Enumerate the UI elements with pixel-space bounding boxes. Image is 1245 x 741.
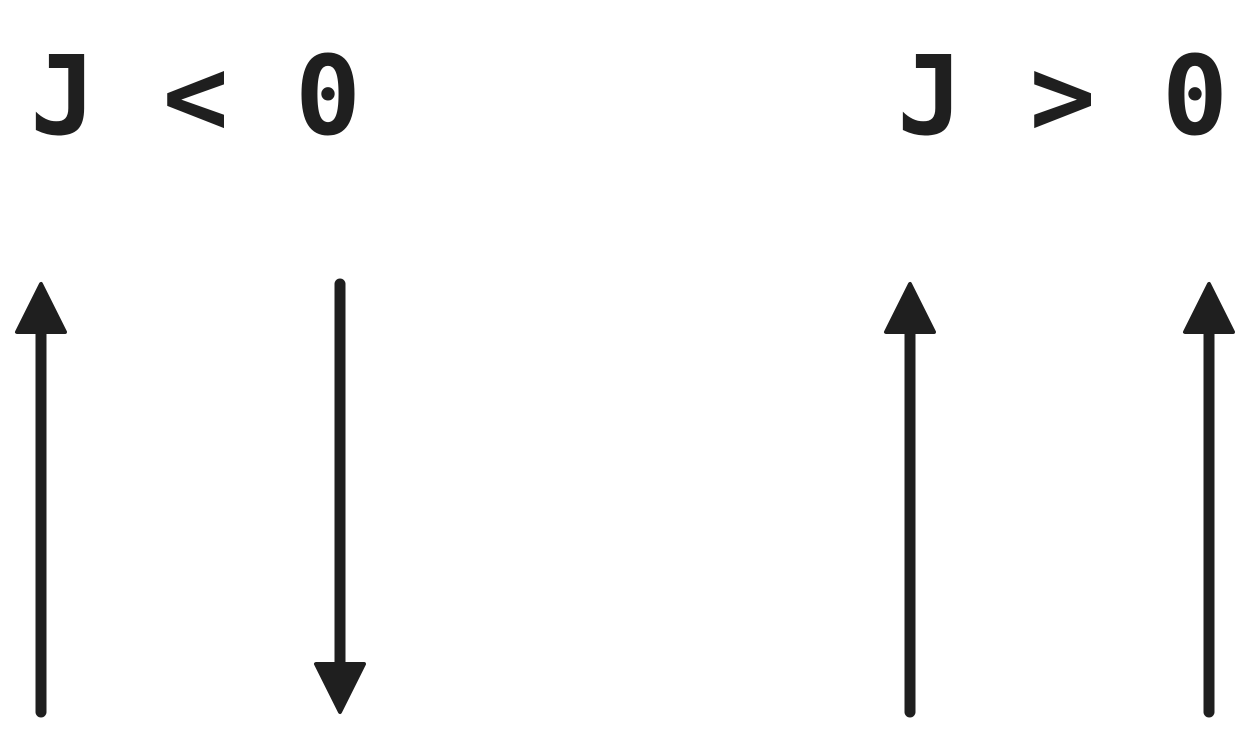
panel-negative-coupling: J < 0 — [15, 32, 366, 718]
arrow-up-head — [1183, 282, 1235, 334]
spin-arrow-left-2 — [314, 278, 366, 714]
spin-arrow-right-2 — [1183, 282, 1235, 718]
arrow-up-head — [884, 282, 936, 334]
spin-arrow-left-1 — [15, 282, 67, 718]
panel-positive-coupling: J > 0 — [884, 32, 1235, 718]
arrow-up-head — [15, 282, 67, 334]
panel-label-positive: J > 0 — [897, 32, 1228, 160]
arrow-down-head — [314, 662, 366, 714]
panel-label-negative: J < 0 — [30, 32, 361, 160]
spin-arrow-right-1 — [884, 282, 936, 718]
